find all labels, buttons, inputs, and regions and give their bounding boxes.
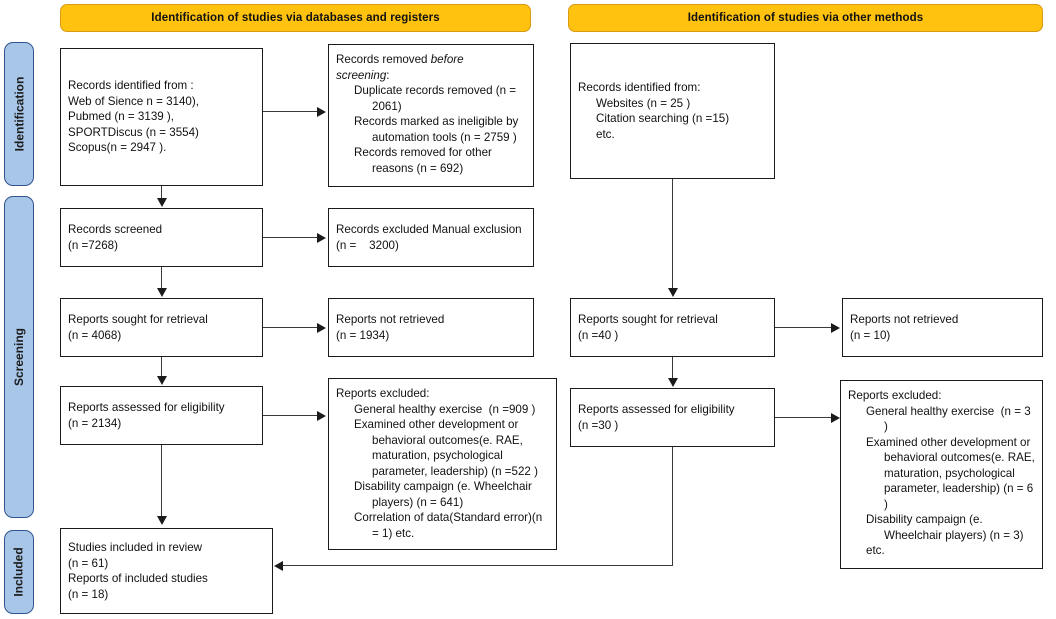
stage-label-identification: Identification <box>4 42 34 186</box>
box-studies-included-line2: Reports of included studies <box>68 572 208 585</box>
stage-label-screening: Screening <box>4 196 34 518</box>
box-reports-sought-left-count: (n = 4068) <box>68 328 122 342</box>
box-reports-excluded-right-item-2: Disability campaign (e. Wheelchair playe… <box>866 513 1024 542</box>
connector-screened-to-excluded <box>263 237 319 239</box>
box-records-identified-other-title: Records identified from: <box>578 81 701 94</box>
box-records-removed-title2: screening: <box>336 68 526 84</box>
box-reports-not-retrieved-left: Reports not retrieved (n = 1934) <box>328 298 534 357</box>
box-records-identified-databases-title: Records identified from : <box>68 79 194 93</box>
box-records-identified-other-line-2: etc. <box>596 127 615 141</box>
connector-other-assessed-down <box>672 447 674 566</box>
box-reports-assessed-right-title: Reports assessed for eligibility <box>578 403 735 416</box>
box-reports-not-retrieved-left-count: (n = 1934) <box>336 328 390 342</box>
box-records-identified-databases-line-1: Pubmed (n = 3139 ), <box>68 110 175 124</box>
box-records-screened-count: (n =7268) <box>68 238 118 252</box>
box-records-identified-other-line-0: Websites (n = 25 ) <box>596 96 691 110</box>
box-studies-included-count1: (n = 61) <box>68 556 109 570</box>
box-records-identified-other-methods: Records identified from: Websites (n = 2… <box>570 43 775 179</box>
box-records-screened-title: Records screened <box>68 223 163 236</box>
arrowhead-assessed-to-included <box>157 516 167 525</box>
box-records-removed-item-0: Duplicate records removed (n = 2061) <box>354 84 520 113</box>
box-reports-excluded-right-title: Reports excluded: <box>848 389 942 402</box>
connector-sought-to-notretrieved-right <box>775 327 833 329</box>
box-records-removed-item-2: Records removed for other reasons (n = 6… <box>354 146 496 175</box>
records-removed-title-tail: screening <box>336 68 387 82</box>
box-records-identified-databases: Records identified from : Web of Sience … <box>60 48 263 186</box>
box-records-identified-databases-line-2: SPORTDiscus (n = 3554) <box>68 125 199 139</box>
arrowhead-screened-to-excluded <box>317 233 326 243</box>
stage-label-screening-text: Screening <box>12 327 26 387</box>
box-reports-excluded-right-item-0: General healthy exercise (n = 3 ) <box>866 404 1034 434</box>
connector-screened-to-sought <box>161 267 163 289</box>
box-reports-assessed-eligibility-left: Reports assessed for eligibility (n = 21… <box>60 386 263 445</box>
connector-sought-to-assessed <box>161 357 163 377</box>
box-reports-excluded-right-item-3: etc. <box>866 544 885 557</box>
box-reports-excluded-left-item-1: Examined other development or behavioral… <box>354 418 538 478</box>
box-records-screened: Records screened (n =7268) <box>60 208 263 267</box>
arrowhead-identified-to-removed <box>317 107 326 117</box>
box-reports-excluded-right-item-1: Examined other development or behavioral… <box>866 435 1039 511</box>
box-studies-included-in-review: Studies included in review (n = 61) Repo… <box>60 528 273 614</box>
arrowhead-sought-to-assessed <box>157 376 167 385</box>
records-removed-title-colon: : <box>386 68 390 82</box>
box-reports-assessed-left-title: Reports assessed for eligibility <box>68 401 225 414</box>
stage-label-identification-text: Identification <box>12 76 27 152</box>
box-reports-excluded-left-item-2: Disability campaign (e. Wheelchair playe… <box>354 480 536 509</box>
connector-sought-to-notretrieved <box>263 327 319 329</box>
box-reports-assessed-eligibility-right: Reports assessed for eligibility (n =30 … <box>570 388 775 447</box>
connector-identified-to-screened <box>161 186 163 200</box>
arrowhead-identified-to-screened <box>157 198 167 207</box>
connector-identified-to-removed <box>263 111 319 113</box>
banner-databases-registers: Identification of studies via databases … <box>60 4 531 32</box>
box-reports-excluded-left-title: Reports excluded: <box>336 387 430 400</box>
arrowhead-assessed-to-excluded-right <box>831 413 840 423</box>
box-reports-not-retrieved-left-title: Reports not retrieved <box>336 313 445 326</box>
arrowhead-assessed-to-excluded-left <box>317 411 326 421</box>
box-reports-not-retrieved-right-count: (n = 10) <box>850 328 891 342</box>
connector-other-assessed-to-included <box>283 565 673 567</box>
arrowhead-sought-to-notretrieved-right <box>831 323 840 333</box>
connector-assessed-to-included <box>161 445 163 517</box>
box-records-identified-other-line-1: Citation searching (n =15) <box>596 112 730 125</box>
connector-assessed-to-excluded-right <box>775 417 833 419</box>
box-reports-sought-right-count: (n =40 ) <box>578 328 619 342</box>
stage-label-included: Included <box>4 530 34 614</box>
box-records-identified-databases-line-0: Web of Sience n = 3140), <box>68 94 199 108</box>
box-reports-not-retrieved-right: Reports not retrieved (n = 10) <box>842 298 1043 357</box>
arrowhead-screened-to-sought <box>157 288 167 297</box>
box-reports-sought-right-title: Reports sought for retrieval <box>578 313 718 326</box>
box-reports-excluded-left-item-3: Correlation of data(Standard error)(n = … <box>354 511 546 540</box>
box-reports-not-retrieved-right-title: Reports not retrieved <box>850 313 959 326</box>
box-reports-excluded-left-item-0: General healthy exercise (n =909 ) <box>354 402 536 416</box>
arrowhead-other-identified-to-sought <box>668 288 678 297</box>
connector-assessed-to-excluded-left <box>263 415 319 417</box>
box-reports-excluded-left: Reports excluded: General healthy exerci… <box>328 378 557 550</box>
records-removed-title-italic: before <box>430 53 464 66</box>
records-removed-title-lead: Records removed <box>336 53 431 66</box>
box-reports-excluded-right: Reports excluded: General healthy exerci… <box>840 380 1043 569</box>
box-reports-sought-retrieval-left: Reports sought for retrieval (n = 4068) <box>60 298 263 357</box>
box-records-removed-before-screening: Records removed before screening: Duplic… <box>328 44 534 187</box>
box-records-removed-item-1: Records marked as ineligible by automati… <box>354 115 522 144</box>
box-reports-sought-left-title: Reports sought for retrieval <box>68 313 208 326</box>
box-records-excluded-manual: Records excluded Manual exclusion (n = 3… <box>328 208 534 267</box>
box-reports-assessed-left-count: (n = 2134) <box>68 416 122 430</box>
stage-label-included-text: Included <box>12 547 26 597</box>
box-records-excluded-manual-count: (n = 3200) <box>336 238 399 252</box>
arrowhead-sought-to-assessed-right <box>668 378 678 387</box>
box-studies-included-count2: (n = 18) <box>68 587 109 601</box>
box-reports-assessed-right-count: (n =30 ) <box>578 418 619 432</box>
box-records-identified-databases-line-3: Scopus(n = 2947 ). <box>68 141 167 155</box>
connector-other-identified-to-sought <box>672 179 674 289</box>
box-reports-sought-retrieval-right: Reports sought for retrieval (n =40 ) <box>570 298 775 357</box>
arrowhead-sought-to-notretrieved <box>317 323 326 333</box>
box-records-removed-title: Records removed before <box>336 52 526 68</box>
box-studies-included-line1: Studies included in review <box>68 541 203 554</box>
arrowhead-other-assessed-to-included <box>274 561 283 571</box>
box-records-excluded-manual-title: Records excluded Manual exclusion <box>336 223 522 236</box>
connector-sought-to-assessed-right <box>672 357 674 379</box>
banner-other-methods: Identification of studies via other meth… <box>568 4 1043 32</box>
